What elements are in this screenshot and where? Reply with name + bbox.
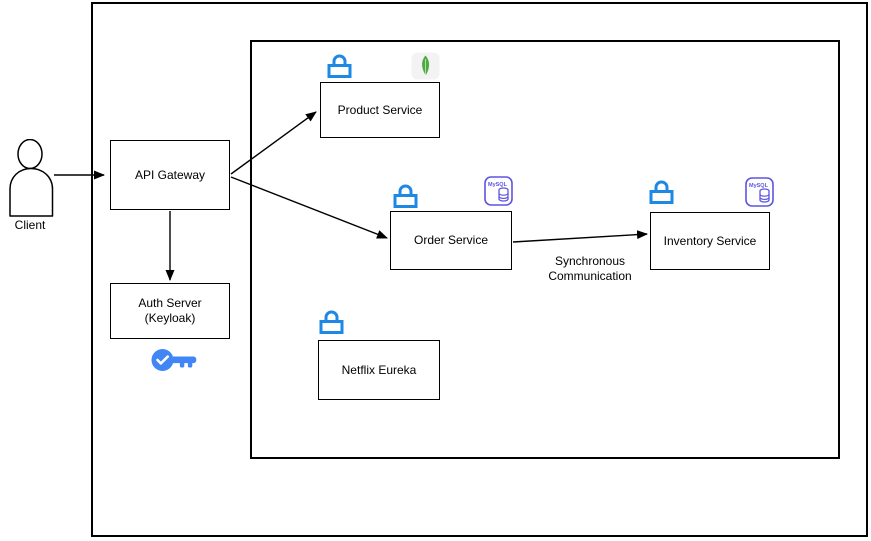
mysql-database-icon: MySQL xyxy=(745,177,774,207)
lock-icon xyxy=(327,54,352,78)
outer-system-boundary[interactable] xyxy=(91,2,868,537)
mongodb-leaf-icon xyxy=(411,52,440,80)
node-label: Order Service xyxy=(413,233,489,247)
edge-order-to-inventory[interactable] xyxy=(512,230,648,243)
lock-icon xyxy=(393,184,418,208)
node-label: Product Service xyxy=(337,102,423,117)
node-label: API Gateway xyxy=(134,167,206,182)
lock-icon xyxy=(649,180,674,204)
node-netflix-eureka[interactable]: Netflix Eureka xyxy=(318,340,440,400)
node-label-line2: (Keyloak) xyxy=(144,311,196,325)
microservices-boundary[interactable] xyxy=(250,40,840,459)
client-person-icon[interactable] xyxy=(8,139,54,217)
node-label: Inventory Service xyxy=(663,233,757,248)
node-label: Auth Server xyxy=(138,296,202,310)
node-product-service[interactable]: Product Service xyxy=(320,82,440,138)
mysql-database-icon: MySQL xyxy=(484,176,513,206)
node-inventory-service[interactable]: Inventory Service xyxy=(650,212,770,270)
node-api-gateway[interactable]: API Gateway xyxy=(110,140,230,210)
node-order-service[interactable]: Order Service xyxy=(390,211,512,270)
lock-icon xyxy=(319,310,344,334)
key-check-icon xyxy=(151,349,197,371)
edge-label-line2: Communication xyxy=(548,269,632,283)
edge-label-synchronous-communication: Synchronous Communication xyxy=(520,254,660,284)
mysql-icon-label: MySQL xyxy=(488,182,508,188)
node-auth-server[interactable]: Auth Server (Keyloak) xyxy=(110,283,230,339)
edge-label-line1: Synchronous xyxy=(554,254,626,268)
client-label: Client xyxy=(14,218,46,232)
edge-gateway-to-order[interactable] xyxy=(230,176,388,239)
edge-gateway-to-product[interactable] xyxy=(230,111,317,175)
mysql-icon-label: MySQL xyxy=(749,183,769,189)
node-label: Netflix Eureka xyxy=(341,362,417,377)
